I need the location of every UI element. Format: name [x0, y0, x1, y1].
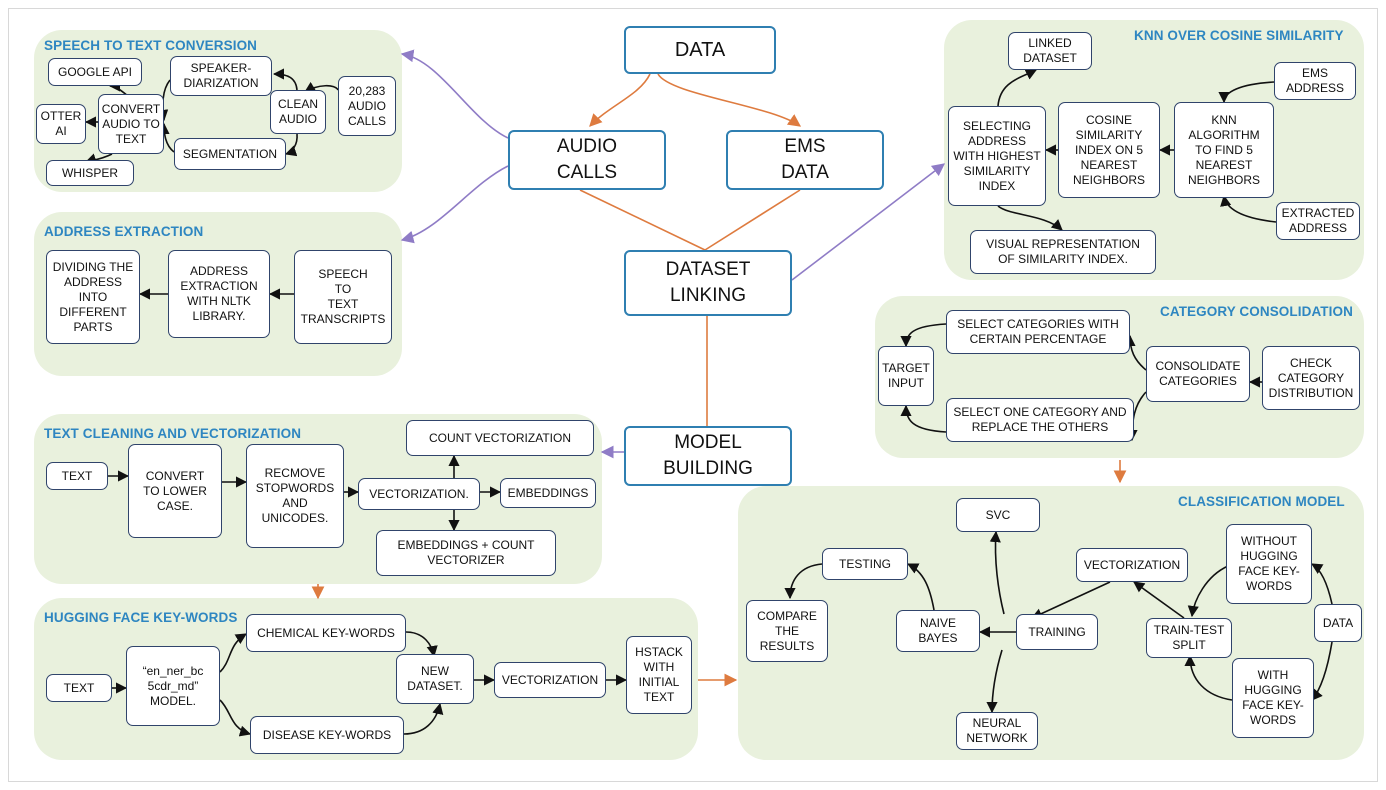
node-lower-case: CONVERT TO LOWER CASE.: [128, 444, 222, 538]
node-google-api: GOOGLE API: [48, 58, 142, 86]
node-cosine-index: COSINE SIMILARITY INDEX ON 5 NEAREST NEI…: [1058, 102, 1160, 198]
edge-chemical-to-newdataset: [405, 631, 438, 658]
node-whisper: WHISPER: [46, 160, 134, 186]
edge-data-to-with: [1311, 641, 1333, 701]
edge-with-to-split: [1184, 654, 1233, 701]
edge-without-to-split: [1187, 565, 1229, 618]
edge-model-to-disease: [219, 699, 252, 737]
node-cls-data: DATA: [1314, 604, 1362, 642]
node-target-input: TARGET INPUT: [878, 346, 934, 406]
edge-selecting-to-linked: [997, 69, 1038, 107]
node-without-hf: WITHOUT HUGGING FACE KEY- WORDS: [1226, 524, 1312, 604]
edge-disease-to-newdataset: [403, 702, 444, 735]
node-selecting-address: SELECTING ADDRESS WITH HIGHEST SIMILARIT…: [948, 106, 1046, 206]
edge-extracted-to-knn: [1220, 194, 1277, 223]
edge-ems-to-linking: [704, 189, 801, 251]
edge-data-to-audio: [589, 73, 651, 127]
edge-percentage-to-target: [900, 323, 947, 348]
node-training: TRAINING: [1016, 614, 1098, 650]
edge-segmentation-to-convert: [158, 122, 175, 153]
node-train-test-split: TRAIN-TEST SPLIT: [1146, 618, 1232, 658]
edge-audio-to-linking: [579, 189, 706, 251]
edge-consolidate-to-replace: [1126, 391, 1147, 442]
node-select-one: SELECT ONE CATEGORY AND REPLACE THE OTHE…: [946, 398, 1134, 442]
node-nltk-extraction: ADDRESS EXTRACTION WITH NLTK LIBRARY.: [168, 250, 270, 338]
node-embeddings: EMBEDDINGS: [500, 478, 596, 508]
edge-selecting-to-visual: [997, 205, 1063, 231]
node-clean-audio: CLEAN AUDIO: [270, 90, 326, 134]
node-audio-calls: AUDIO CALLS: [508, 130, 666, 190]
node-check-distribution: CHECK CATEGORY DISTRIBUTION: [1262, 346, 1360, 410]
edge-audio-to-address: [400, 165, 509, 244]
edge-model-to-chemical: [219, 633, 247, 673]
edge-naive-to-testing: [906, 563, 935, 611]
node-extracted-address: EXTRACTED ADDRESS: [1276, 202, 1360, 240]
node-audio-calls-count: 20,283 AUDIO CALLS: [338, 76, 396, 136]
node-segmentation: SEGMENTATION: [174, 138, 286, 170]
title-hugging-face: HUGGING FACE KEY-WORDS: [44, 610, 238, 625]
edge-ems-to-knn: [1218, 81, 1275, 104]
title-speech-to-text: SPEECH TO TEXT CONVERSION: [44, 38, 258, 53]
edge-data-to-ems: [657, 73, 802, 127]
edge-training-to-svc: [989, 530, 1005, 615]
node-hf-vectorization: VECTORIZATION: [494, 662, 606, 698]
node-speaker-diarization: SPEAKER- DIARIZATION: [170, 56, 272, 96]
node-count-vectorization: COUNT VECTORIZATION: [406, 420, 594, 456]
node-hf-text: TEXT: [46, 674, 112, 702]
title-classification: CLASSIFICATION MODEL: [1178, 494, 1345, 509]
edge-consolidate-to-percentage: [1124, 334, 1147, 371]
title-text-cleaning: TEXT CLEANING AND VECTORIZATION: [44, 426, 302, 441]
node-neural-network: NEURAL NETWORK: [956, 712, 1038, 750]
node-cls-vectorization: VECTORIZATION: [1076, 548, 1188, 582]
node-transcripts: SPEECH TO TEXT TRANSCRIPTS: [294, 250, 392, 344]
node-chemical-keywords: CHEMICAL KEY-WORDS: [246, 614, 406, 652]
figure-frame: [8, 8, 1378, 782]
node-hstack: HSTACK WITH INITIAL TEXT: [626, 636, 692, 714]
node-ems-address: EMS ADDRESS: [1274, 62, 1356, 100]
node-knn-algorithm: KNN ALGORITHM TO FIND 5 NEAREST NEIGHBOR…: [1174, 102, 1274, 198]
node-dividing-address: DIVIDING THE ADDRESS INTO DIFFERENT PART…: [46, 250, 140, 344]
node-new-dataset: NEW DATASET.: [396, 654, 474, 704]
edge-linking-to-knn: [791, 163, 946, 281]
node-linked-dataset: LINKED DATASET: [1008, 32, 1092, 70]
node-disease-keywords: DISEASE KEY-WORDS: [250, 716, 404, 754]
node-visual-representation: VISUAL REPRESENTATION OF SIMILARITY INDE…: [970, 230, 1156, 274]
node-model-building: MODEL BUILDING: [624, 426, 792, 486]
node-ner-model: “en_ner_bc 5cdr_md” MODEL.: [126, 646, 220, 726]
node-embeddings-count: EMBEDDINGS + COUNT VECTORIZER: [376, 530, 556, 576]
title-category: CATEGORY CONSOLIDATION: [1160, 304, 1353, 319]
node-with-hf: WITH HUGGING FACE KEY- WORDS: [1232, 658, 1314, 738]
node-convert-audio: CONVERT AUDIO TO TEXT: [98, 94, 164, 154]
edge-split-to-vectorization: [1133, 581, 1185, 619]
edge-replace-to-target: [900, 404, 947, 433]
node-data: DATA: [624, 26, 776, 74]
node-text: TEXT: [46, 462, 108, 490]
edge-clean-to-segmentation: [284, 133, 298, 157]
node-testing: TESTING: [822, 548, 908, 580]
node-svc: SVC: [956, 498, 1040, 532]
node-consolidate: CONSOLIDATE CATEGORIES: [1146, 346, 1250, 402]
node-naive-bayes: NAIVE BAYES: [896, 610, 980, 652]
node-otter-ai: OTTER AI: [36, 104, 86, 144]
node-select-percentage: SELECT CATEGORIES WITH CERTAIN PERCENTAG…: [946, 310, 1130, 354]
edge-training-to-neural: [986, 649, 1003, 714]
edge-vectorization-to-training: [1030, 581, 1111, 619]
node-dataset-linking: DATASET LINKING: [624, 250, 792, 316]
title-knn: KNN OVER COSINE SIMILARITY: [1134, 28, 1344, 43]
edge-clean-to-diarization: [272, 68, 298, 91]
edge-audio-to-speech: [400, 49, 509, 139]
node-stopwords: RECMOVE STOPWORDS AND UNICODES.: [246, 444, 344, 548]
node-compare-results: COMPARE THE RESULTS: [746, 600, 828, 662]
edge-data-to-without: [1311, 563, 1333, 605]
node-vectorization: VECTORIZATION.: [358, 478, 480, 510]
title-address-extraction: ADDRESS EXTRACTION: [44, 224, 204, 239]
edge-testing-to-compare: [784, 563, 823, 600]
node-ems-data: EMS DATA: [726, 130, 884, 190]
